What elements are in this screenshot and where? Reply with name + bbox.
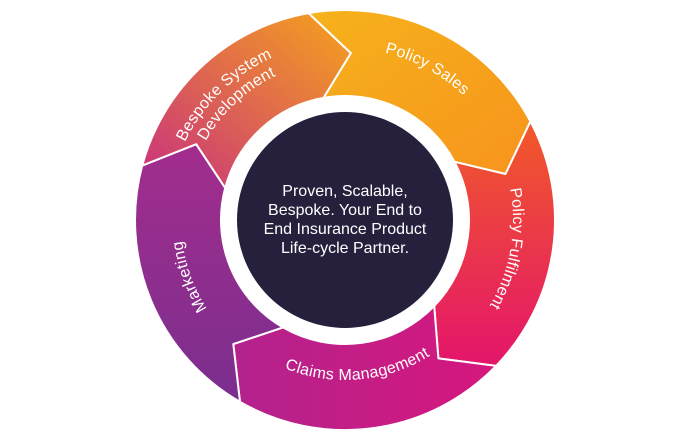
center-disc (237, 112, 453, 328)
segment-bespoke-development (141, 12, 352, 189)
segments-layer (134, 9, 556, 431)
